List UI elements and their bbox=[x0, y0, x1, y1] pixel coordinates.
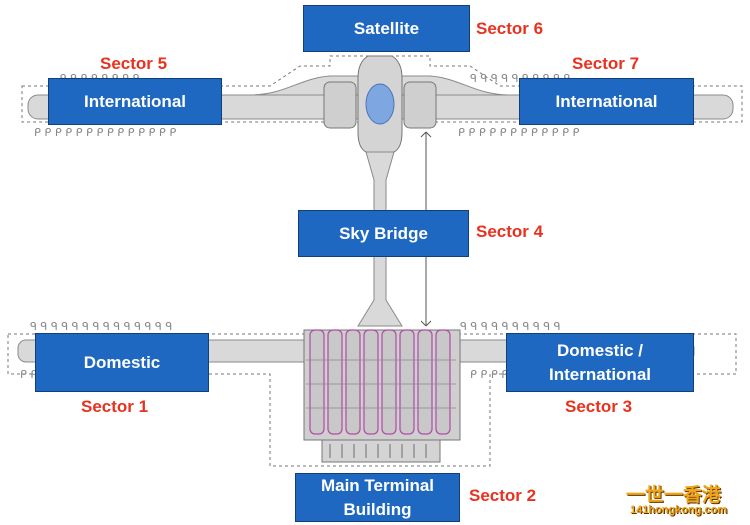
svg-text:ᑫ ᑫ ᑫ ᑫ ᑫ ᑫ ᑫ ᑫ ᑫ ᑫ: ᑫ ᑫ ᑫ ᑫ ᑫ ᑫ ᑫ ᑫ ᑫ ᑫ bbox=[460, 320, 561, 333]
satellite-label: Satellite bbox=[353, 18, 420, 38]
sector-3-label: Sector 3 bbox=[565, 397, 633, 416]
domestic-international-line2: International bbox=[548, 364, 651, 384]
sector-7-label: Sector 7 bbox=[572, 54, 640, 73]
svg-text:ᑭ ᑭ ᑭ ᑭ ᑭ ᑭ ᑭ ᑭ ᑭ ᑭ ᑭ ᑭ: ᑭ ᑭ ᑭ ᑭ ᑭ ᑭ ᑭ ᑭ ᑭ ᑭ ᑭ ᑭ bbox=[458, 126, 580, 139]
domestic-box: Domestic bbox=[35, 333, 209, 392]
international-right-label: International bbox=[555, 91, 658, 111]
sky-bridge-label: Sky Bridge bbox=[339, 223, 428, 243]
svg-text:ᑫ ᑫ ᑫ ᑫ ᑫ ᑫ ᑫ ᑫ ᑫ ᑫ ᑫ ᑫ ᑫ ᑫ: ᑫ ᑫ ᑫ ᑫ ᑫ ᑫ ᑫ ᑫ ᑫ ᑫ ᑫ ᑫ ᑫ ᑫ bbox=[30, 320, 172, 333]
satellite-hub bbox=[323, 55, 437, 153]
international-left-label: International bbox=[83, 91, 186, 111]
sky-bridge-box: Sky Bridge bbox=[298, 210, 469, 257]
watermark-site: 141hongkong.com bbox=[630, 504, 728, 516]
sector-6-label: Sector 6 bbox=[476, 19, 544, 38]
domestic-international-line1: Domestic / bbox=[557, 340, 643, 360]
watermark-logo: 一世一香港 bbox=[626, 485, 722, 506]
sector-4-label: Sector 4 bbox=[476, 222, 544, 241]
domestic-label: Domestic bbox=[83, 352, 161, 372]
satellite-box: Satellite bbox=[303, 5, 470, 52]
international-right-box: International bbox=[519, 78, 694, 125]
svg-text:ᑭ ᑭ ᑭ ᑭ ᑭ ᑭ ᑭ ᑭ ᑭ ᑭ ᑭ ᑭ ᑭ ᑭ: ᑭ ᑭ ᑭ ᑭ ᑭ ᑭ ᑭ ᑭ ᑭ ᑭ ᑭ ᑭ ᑭ ᑭ bbox=[34, 126, 176, 139]
apron-outline-top bbox=[21, 55, 743, 123]
main-terminal-plan bbox=[303, 329, 461, 463]
international-left-box: International bbox=[48, 78, 222, 125]
sector-2-label: Sector 2 bbox=[469, 486, 537, 505]
main-terminal-box: Main Terminal Building bbox=[295, 473, 460, 522]
main-terminal-line1: Main Terminal bbox=[320, 475, 435, 495]
domestic-international-box: Domestic / International bbox=[506, 333, 694, 392]
sector-1-label: Sector 1 bbox=[81, 397, 149, 416]
sector-5-label: Sector 5 bbox=[100, 54, 168, 73]
main-terminal-line2: Building bbox=[343, 499, 412, 519]
